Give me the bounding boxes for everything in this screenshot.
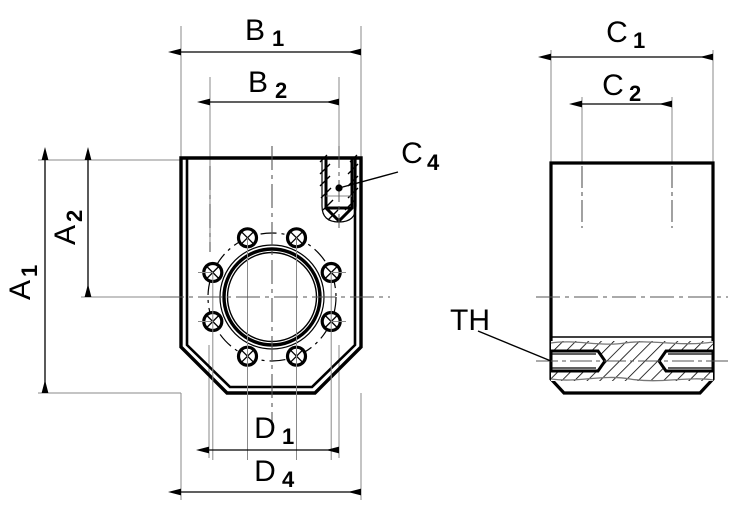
label-B1-base: B <box>245 14 265 47</box>
label-A1-base: A <box>4 280 37 300</box>
side-break-line-bottom <box>550 376 714 382</box>
c4-leader-line <box>338 171 399 189</box>
label-D1-sub: 1 <box>282 424 294 449</box>
label-D4-sub: 4 <box>282 467 295 492</box>
label-A2-base: A <box>49 225 82 245</box>
label-A1: A 1 <box>4 265 42 300</box>
side-centerlines <box>536 166 728 362</box>
side-view <box>536 50 728 395</box>
label-C2-base: C <box>602 69 624 102</box>
label-C1-sub: 1 <box>633 28 645 53</box>
label-C1: C 1 <box>606 16 645 53</box>
side-extension-lines <box>550 50 714 166</box>
front-body-inner-outline <box>185 158 357 389</box>
label-C4-base: C <box>401 137 423 170</box>
label-A1-sub: 1 <box>17 265 42 277</box>
dimension-lines <box>41 48 713 496</box>
front-bolt-hole-ticks <box>198 237 346 460</box>
label-C1-base: C <box>606 16 628 49</box>
label-C2: C 2 <box>602 69 641 106</box>
label-B1-sub: 1 <box>272 26 284 51</box>
leader-lines <box>335 171 552 362</box>
th-leader-line <box>477 330 552 362</box>
side-break-line-top <box>550 341 714 345</box>
label-B2: B 2 <box>248 66 287 103</box>
label-TH: TH <box>450 304 490 337</box>
front-body-outline <box>179 156 363 395</box>
front-centerlines <box>160 146 390 432</box>
label-D4: D 4 <box>254 455 295 492</box>
label-C4: C 4 <box>401 137 440 175</box>
label-TH-base: TH <box>450 304 490 337</box>
front-view <box>38 26 390 500</box>
label-D1: D 1 <box>254 412 294 449</box>
front-extension-lines <box>38 26 362 500</box>
label-C2-sub: 2 <box>629 81 641 106</box>
label-A2-sub: 2 <box>62 210 87 222</box>
label-A2: A 2 <box>49 210 87 245</box>
label-C4-sub: 4 <box>427 150 440 175</box>
label-B2-base: B <box>248 66 268 99</box>
c4-leader-dot <box>335 184 343 192</box>
label-B1: B 1 <box>245 14 284 51</box>
label-D4-base: D <box>254 455 276 488</box>
label-B2-sub: 2 <box>275 78 287 103</box>
label-D1-base: D <box>254 412 276 445</box>
